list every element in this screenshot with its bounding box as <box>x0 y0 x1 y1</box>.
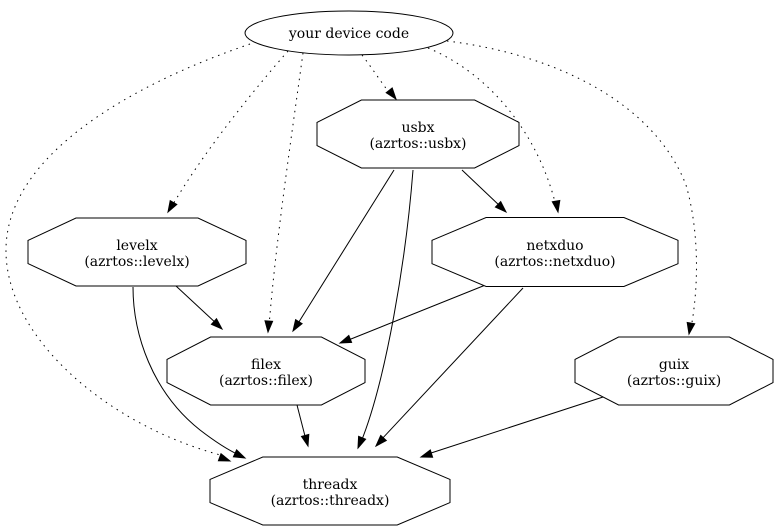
arrowhead <box>357 435 367 450</box>
edge-usbx-netxduo <box>461 169 508 214</box>
node-label-levelx-0: levelx <box>116 238 157 254</box>
node-levelx: levelx(azrtos::levelx) <box>27 217 247 287</box>
arrowhead <box>210 317 224 331</box>
arrowhead <box>419 449 434 458</box>
node-label-threadx-1: (azrtos::threadx) <box>271 493 390 509</box>
edge-usbx-filex <box>292 169 395 333</box>
node-netxduo: netxduo(azrtos::netxduo) <box>431 217 679 287</box>
edge-levelx-filex <box>175 285 224 331</box>
arrowhead <box>551 199 561 214</box>
edge-device-levelx <box>167 50 289 214</box>
arrowhead <box>300 433 310 448</box>
edge-netxduo-threadx <box>374 287 524 448</box>
node-label-threadx-0: threadx <box>303 477 358 493</box>
arrowhead <box>167 199 178 214</box>
arrowhead <box>264 320 274 334</box>
node-label-netxduo-0: netxduo <box>526 238 583 254</box>
edge-levelx-threadx <box>132 286 247 459</box>
edge-device-netxduo <box>427 47 561 214</box>
node-label-filex-0: filex <box>251 357 281 373</box>
node-label-usbx-0: usbx <box>401 120 434 136</box>
node-label-guix-1: (azrtos::guix) <box>627 373 721 389</box>
node-label-usbx-1: (azrtos::usbx) <box>369 136 466 152</box>
edge-device-threadx <box>5 43 251 462</box>
edge-usbx-threadx <box>357 169 414 450</box>
arrowhead <box>686 321 696 336</box>
arrowhead <box>292 318 303 333</box>
edge-netxduo-filex <box>338 283 489 344</box>
node-usbx: usbx(azrtos::usbx) <box>316 99 520 169</box>
node-filex: filex(azrtos::filex) <box>166 336 366 406</box>
arrowhead <box>385 87 397 101</box>
edge-device-filex <box>264 52 304 334</box>
node-label-levelx-1: (azrtos::levelx) <box>84 254 189 270</box>
arrowhead <box>374 434 388 448</box>
arrowhead <box>338 334 353 344</box>
arrowhead <box>217 452 232 462</box>
node-label-netxduo-1: (azrtos::netxduo) <box>494 254 615 270</box>
edge-device-usbx <box>361 54 397 101</box>
node-device: your device code <box>244 10 454 56</box>
node-threadx: threadx(azrtos::threadx) <box>209 456 451 526</box>
arrowhead <box>232 449 247 459</box>
arrowhead <box>494 200 508 214</box>
node-label-device-0: your device code <box>288 26 409 42</box>
edge-device-guix <box>446 40 697 336</box>
edge-filex-threadx <box>296 404 310 448</box>
node-label-filex-1: (azrtos::filex) <box>219 373 313 389</box>
node-label-guix-0: guix <box>659 357 689 373</box>
node-guix: guix(azrtos::guix) <box>574 336 774 406</box>
edge-guix-threadx <box>419 396 604 458</box>
